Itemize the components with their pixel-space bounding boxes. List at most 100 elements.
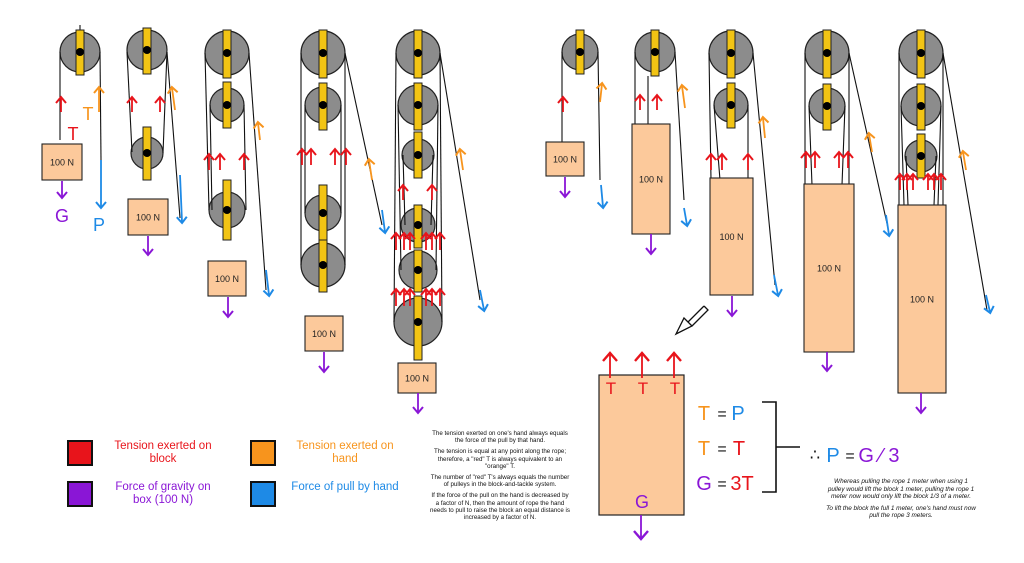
label-tension-block: T <box>68 124 79 144</box>
note-right-1: Whereas pulling the rope 1 meter when us… <box>827 478 975 501</box>
eq3-op: = <box>717 476 726 493</box>
result-right: G ⁄ 3 <box>858 445 899 467</box>
tension-hand-arrow <box>166 85 179 111</box>
legend-label-gravity: Force of gravity on box (100 N) <box>115 481 211 506</box>
box-label: 100 N <box>719 232 743 242</box>
tension-hand-arrow <box>252 120 265 141</box>
rope <box>393 52 397 323</box>
eq1-op: = <box>717 406 726 423</box>
tension-hand-arrow <box>757 115 770 139</box>
box-label: 100 N <box>50 158 74 168</box>
pulley-axle <box>76 48 84 56</box>
rope <box>162 51 168 154</box>
big-label-g: G <box>635 492 649 512</box>
box-label: 100 N <box>553 155 577 165</box>
pull-arrow <box>477 289 489 313</box>
pulley-axle <box>319 261 327 269</box>
big-label-t2: T <box>638 379 648 398</box>
pull-arrow <box>378 209 391 235</box>
box-label: 100 N <box>910 295 934 305</box>
pulley-axle <box>223 206 231 214</box>
tension-hand-arrow <box>363 157 376 181</box>
note-center-3: The number of "red" T's always equals th… <box>430 474 570 489</box>
pull-arrow <box>596 184 609 210</box>
weight-box-1 <box>41 143 83 181</box>
legend-label-tension-block: Tension exerted on block <box>114 440 212 465</box>
eq1-right: P <box>731 403 744 425</box>
tension-hand-arrow <box>595 81 608 103</box>
weight-box-r2 <box>631 123 671 235</box>
pull-arrow <box>680 207 692 228</box>
eq3-left: G <box>696 473 712 495</box>
pulley-axle <box>414 221 422 229</box>
box-label: 100 N <box>817 264 841 274</box>
pull-arrow <box>771 274 783 298</box>
legend-tension-hand <box>250 440 276 466</box>
big-weight-box <box>598 374 685 516</box>
pulley-axle <box>576 48 584 56</box>
pulley-axle <box>223 101 231 109</box>
pulley-axle <box>319 209 327 217</box>
pulley-axle <box>414 318 422 326</box>
eq3-right: 3T <box>730 473 753 495</box>
result-op: = <box>845 448 854 465</box>
pulley-axle <box>651 48 659 56</box>
legend-swatch-orange <box>250 440 276 466</box>
pulley-axle <box>319 101 327 109</box>
legend-swatch-purple <box>67 481 93 507</box>
pulley-axle <box>414 101 422 109</box>
rope <box>248 52 267 291</box>
rope <box>204 52 210 211</box>
weight-box-3 <box>207 260 247 297</box>
zoom-arrow <box>674 305 709 336</box>
box-label: 100 N <box>312 329 336 339</box>
rope <box>937 105 942 206</box>
eq1-left: T <box>698 403 710 425</box>
pulley-systems: 100 N 100 N 100 N 100 N 100 N 100 N 100 N 100 N… <box>41 25 995 541</box>
notes-center: The tension exerted on one's hand always… <box>430 430 570 525</box>
weight-box-r3 <box>709 177 754 296</box>
pull-arrow <box>882 214 895 238</box>
weight-box-2 <box>127 198 169 236</box>
legend-swatch-blue <box>250 481 276 507</box>
rope <box>752 52 776 286</box>
weight-box-4 <box>304 315 344 352</box>
rope <box>597 51 601 181</box>
pulley-axle <box>223 49 231 57</box>
pull-arrow <box>262 269 275 298</box>
pulley-axle <box>823 102 831 110</box>
note-center-2: The tension is equal at any point along … <box>433 448 567 470</box>
legend-gravity <box>67 481 93 507</box>
rope <box>439 52 481 301</box>
weight-box-r4 <box>803 183 855 353</box>
pulley-axle <box>143 46 151 54</box>
rope <box>344 52 383 226</box>
box-label: 100 N <box>639 175 663 185</box>
pulley-axle <box>823 49 831 57</box>
box-label: 100 N <box>405 374 429 384</box>
tension-hand-arrow <box>676 83 689 109</box>
result-left: P <box>826 445 839 467</box>
rope <box>439 52 443 323</box>
note-center-1: The tension exerted on one's hand always… <box>432 430 568 445</box>
pulley-strap <box>413 295 423 361</box>
rope <box>397 104 402 271</box>
pulley-axle <box>414 266 422 274</box>
eq2-left: T <box>698 438 710 460</box>
rope <box>713 104 721 181</box>
pulley-axle <box>917 102 925 110</box>
weight-box-r1 <box>545 141 585 177</box>
brace <box>762 401 777 493</box>
rope <box>99 51 102 161</box>
pulley-axle <box>414 49 422 57</box>
big-label-t1: T <box>606 379 616 398</box>
pulley-axle <box>917 49 925 57</box>
weight-box-5 <box>397 362 437 394</box>
eq2-op: = <box>717 441 726 458</box>
rope <box>808 105 813 186</box>
legend-label-tension-hand: Tension exerted on hand <box>296 440 394 465</box>
note-center-4: If the force of the pull on the hand is … <box>430 492 570 522</box>
legend-pull <box>250 481 276 507</box>
tension-hand-arrow <box>454 147 467 171</box>
